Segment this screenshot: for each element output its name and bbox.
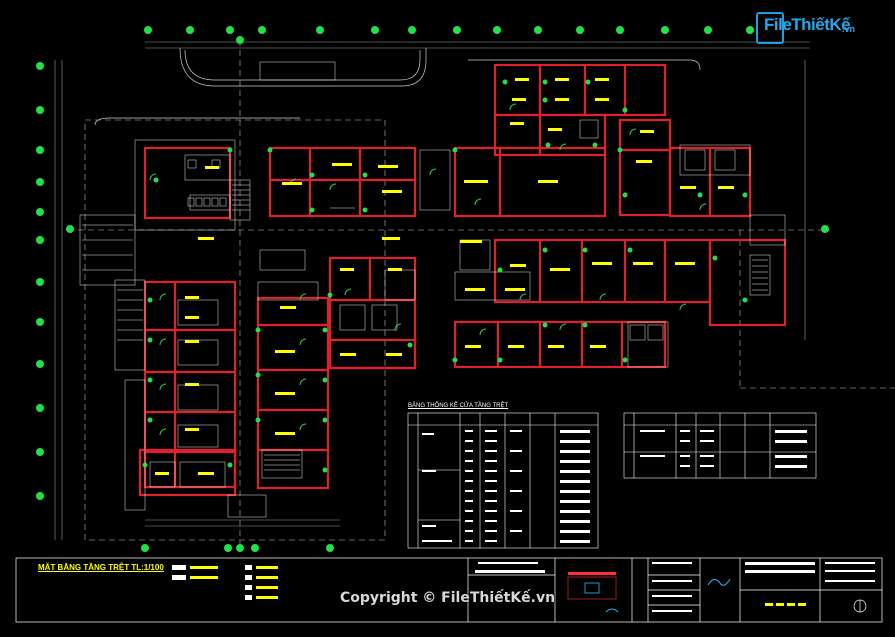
grid-bubbles xyxy=(36,26,829,552)
fixtures xyxy=(149,119,736,488)
door-schedule-table xyxy=(407,412,817,549)
grid-axes xyxy=(68,40,895,545)
title-block-text xyxy=(172,562,875,612)
logo-brand: FileThiếtKế xyxy=(764,15,851,34)
canopy-outline xyxy=(94,47,701,126)
copyright-watermark: Copyright © FileThiếtKế.vn xyxy=(340,590,556,606)
walls xyxy=(138,63,787,497)
stairs xyxy=(82,184,768,471)
door-schedule-title: BẢNG THỐNG KÊ CỬA TẦNG TRỆT xyxy=(408,403,509,409)
room-labels xyxy=(155,78,734,475)
table-cells xyxy=(422,430,807,543)
dimension-lines xyxy=(54,41,810,540)
file-icon xyxy=(756,12,784,44)
legend-labels xyxy=(190,566,806,606)
door-swings xyxy=(149,103,707,436)
logo-domain: .vn xyxy=(842,24,856,34)
interior-lines xyxy=(79,61,786,518)
stamp-area xyxy=(567,572,867,613)
sheet-title: MẶT BẰNG TẦNG TRỆT TL:1/100 xyxy=(38,563,164,572)
title-block xyxy=(15,557,883,623)
site-logo[interactable]: FileThiếtKế .vn xyxy=(756,12,866,44)
